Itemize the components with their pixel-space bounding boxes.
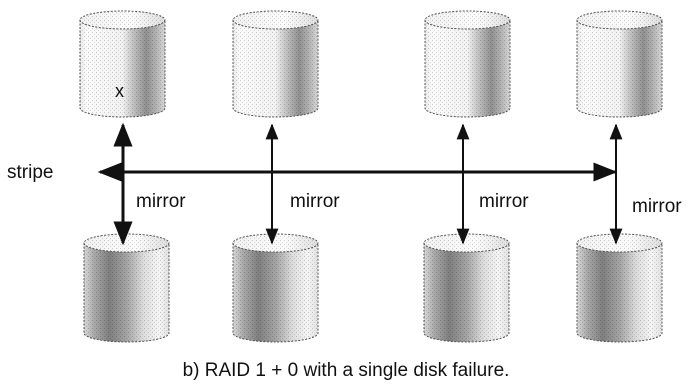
mirror-label-2: mirror	[290, 191, 340, 212]
disk-bottom-4	[576, 233, 663, 343]
disk-bottom-1	[83, 233, 170, 343]
failed-disk-marker: x	[115, 81, 124, 101]
disk-top-3	[424, 10, 511, 118]
stripe-label: stripe	[7, 162, 53, 183]
mirror-label-4: mirror	[632, 196, 682, 217]
disk-top-2	[232, 10, 319, 118]
top-disk-row	[79, 10, 663, 118]
mirror-label-1: mirror	[136, 191, 186, 212]
figure-caption: b) RAID 1 + 0 with a single disk failure…	[183, 360, 510, 381]
bottom-disk-row	[83, 233, 663, 343]
disk-top-1	[79, 10, 166, 118]
mirror-label-3: mirror	[479, 191, 529, 212]
disk-top-4	[576, 10, 663, 118]
disk-bottom-2	[232, 233, 319, 343]
disk-bottom-3	[423, 233, 510, 343]
